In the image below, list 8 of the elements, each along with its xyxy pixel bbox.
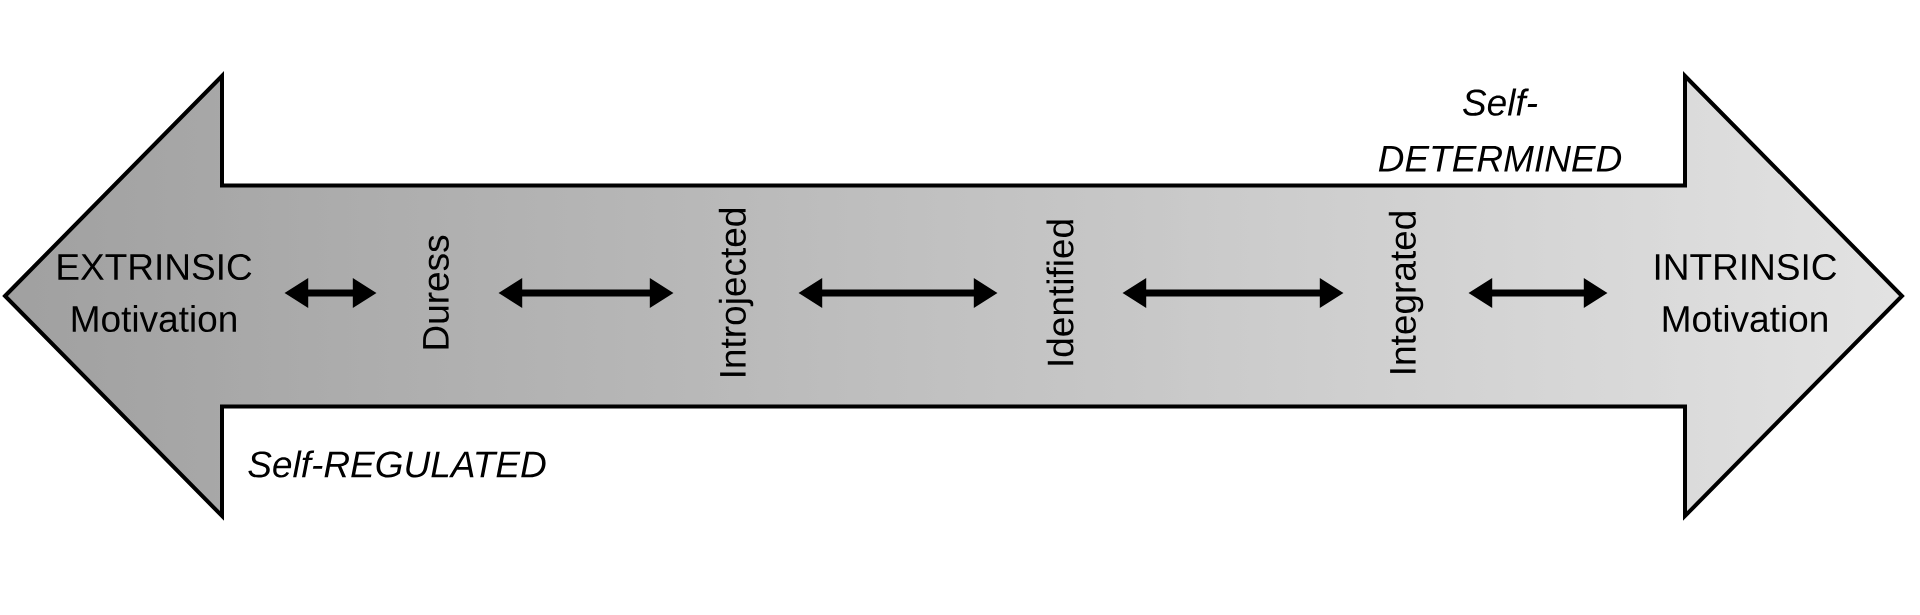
annotation-text: Self-REGULATED	[248, 450, 546, 478]
motivation-label: EXTRINSIC Motivation	[58, 253, 252, 333]
stage-label: Identified	[1046, 220, 1074, 365]
stage-label: Duress	[423, 235, 449, 349]
motivation-label: INTRINSIC Motivation	[1655, 253, 1837, 333]
stage-label: Introjected	[718, 209, 754, 376]
stage-label: Integrated	[1388, 212, 1424, 373]
annotation-text: Self-DETERMINED	[1378, 88, 1622, 172]
